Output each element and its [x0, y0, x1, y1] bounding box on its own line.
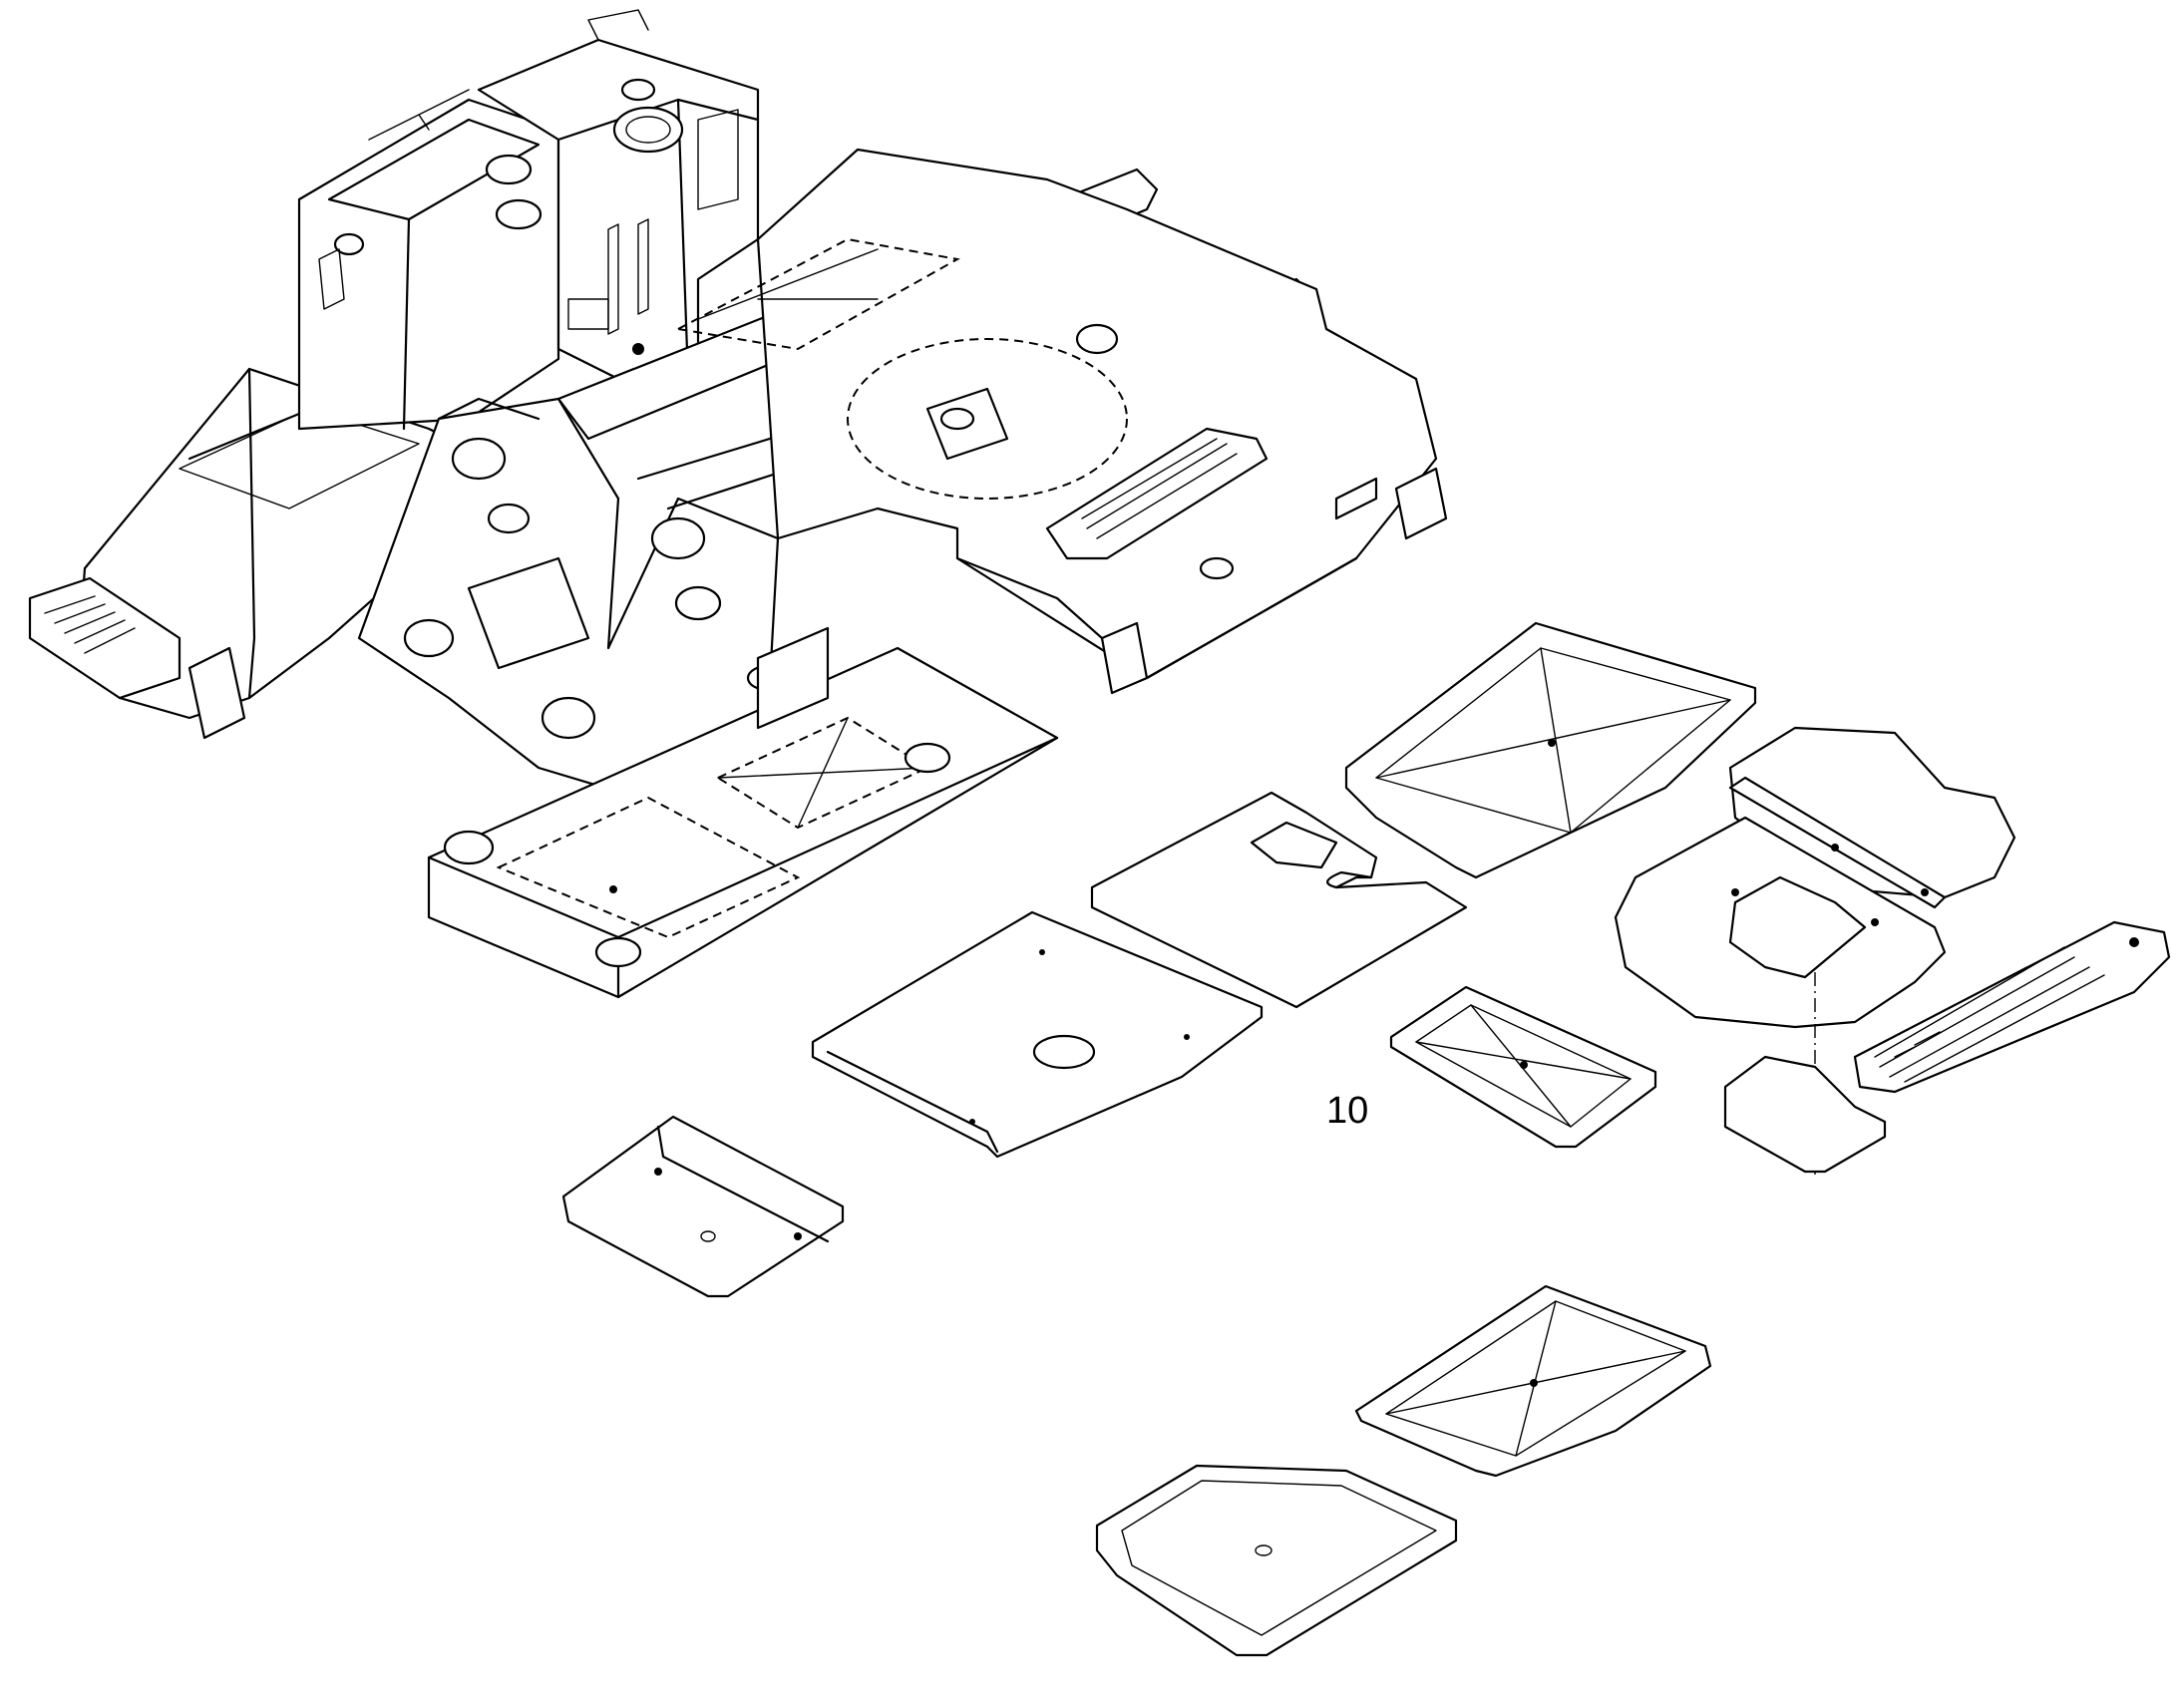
louvered-grille — [1853, 920, 2171, 1094]
small-plate-left — [561, 1115, 845, 1298]
tray-plate — [1095, 1464, 1458, 1657]
floor-plates — [561, 621, 2171, 1657]
rear-hood — [28, 367, 481, 740]
oval-plate-keyhole — [1614, 816, 1947, 1177]
upper-deck — [674, 148, 1448, 695]
part-callout-label: 10 — [1326, 1090, 1369, 1132]
tank-housing — [297, 89, 560, 431]
pump-housing — [477, 9, 760, 381]
floor-plate-round-hole — [811, 910, 1264, 1159]
cover-plate-x-1 — [1344, 621, 1757, 879]
grille-slots — [1874, 946, 2105, 1083]
boom-bracket — [357, 397, 780, 800]
floor-plate-cutout — [1090, 791, 1468, 1009]
small-shaped-plate — [1723, 1055, 1887, 1174]
cover-plate-x-2 — [1389, 985, 1657, 1149]
lower-frame — [427, 626, 1059, 999]
machine-frame — [28, 9, 1448, 999]
cover-plate-x-3 — [1354, 1284, 1712, 1478]
